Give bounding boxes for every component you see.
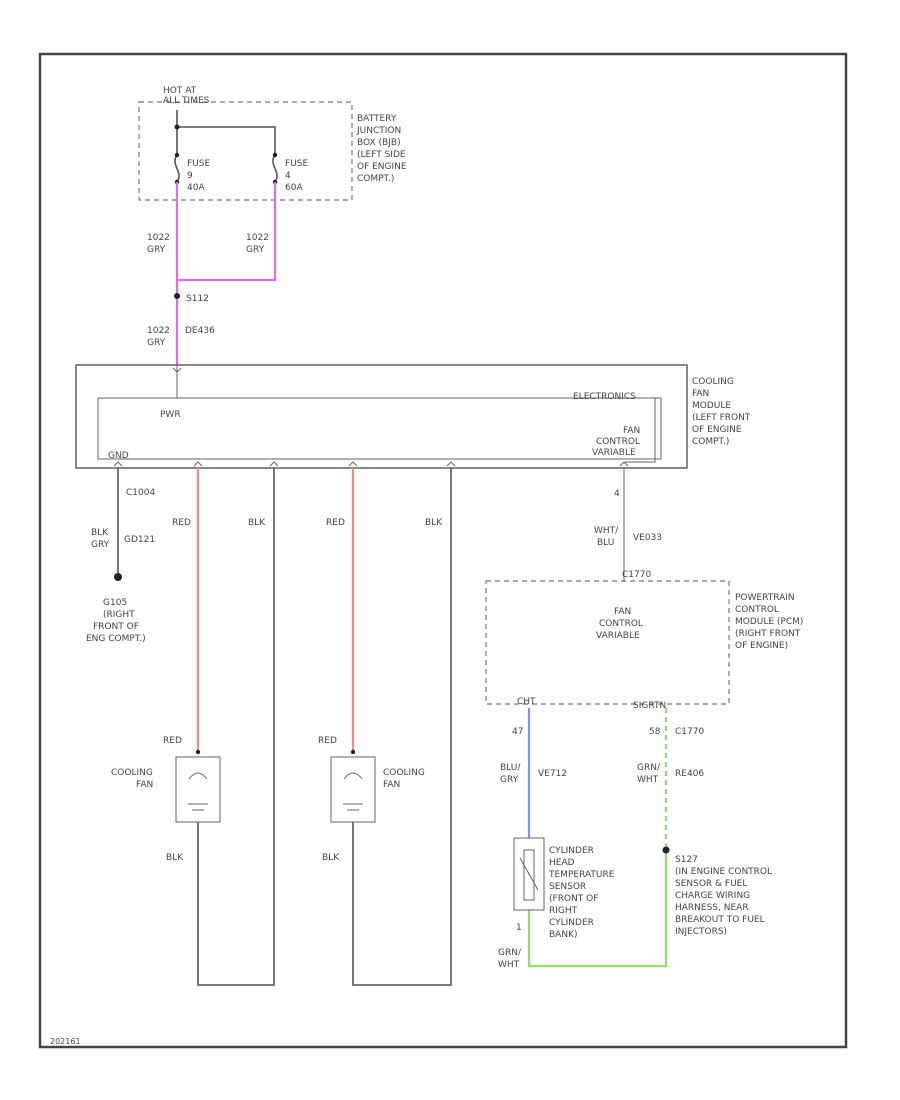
cooling-fan-2-label: COOLING FAN	[383, 768, 428, 790]
cht-label: CHT	[517, 697, 536, 707]
fan1-blk-label: BLK	[248, 518, 266, 528]
fan2-bottom-label: BLK	[322, 853, 340, 863]
wire-mid-code: 1022	[147, 326, 170, 336]
hot-at-all-times-label: HOT AT ALL TIMES	[163, 86, 210, 106]
fan2-blk-label: BLK	[425, 518, 443, 528]
cooling-fan-2-motor-icon	[343, 772, 363, 780]
grn-wht-bottom-label: GRN/ WHT	[498, 948, 524, 970]
fan2-top-label: RED	[318, 736, 337, 746]
c1770b-label: C1770	[675, 727, 704, 737]
battery-junction-box: HOT AT ALL TIMES BATTERY JUNCTION BOX (B…	[138, 86, 409, 201]
c1004-label: C1004	[126, 488, 155, 498]
bjb-label: BATTERY JUNCTION BOX (BJB) (LEFT SIDE OF…	[356, 114, 409, 184]
electronics-label: ELECTRONICS	[573, 392, 636, 402]
fuse-left-icon	[174, 154, 180, 183]
diagram-frame	[38, 52, 848, 1049]
fan-wire-color: WHT/ BLU	[594, 526, 621, 548]
fan-2-circuit: RED BLK RED BLK COOLING FAN	[318, 468, 452, 986]
wire-right-code: 1022	[246, 233, 269, 243]
cooling-fan-2	[330, 756, 376, 823]
feed-wires: 1022 GRY 1022 GRY S112 1022 GRY DE436	[147, 182, 277, 365]
fan2-red-label: RED	[326, 518, 345, 528]
cht-sensor	[513, 837, 545, 911]
fuse-right-label: FUSE 4 60A	[285, 159, 311, 193]
cooling-fan-module: COOLING FAN MODULE (LEFT FRONT OF ENGINE…	[75, 364, 753, 469]
rear-label: RE406	[675, 769, 704, 779]
ground-wire-color: BLK GRY	[91, 528, 111, 550]
gnd-label: GND	[108, 451, 129, 461]
pin-1-label: 1	[516, 923, 522, 933]
pcm-fan-control-label: FAN CONTROL VARIABLE	[596, 607, 646, 641]
cht-sensor-thermistor-icon	[519, 849, 539, 901]
fan1-top-label: RED	[163, 736, 182, 746]
fan-control-wire: 4 WHT/ BLU VE033 C1770	[594, 468, 662, 582]
cooling-fan-module-label: COOLING FAN MODULE (LEFT FRONT OF ENGINE…	[692, 377, 753, 447]
cooling-fan-1	[175, 756, 221, 823]
fan-1-circuit: RED BLK RED BLK COOLING FAN	[111, 468, 275, 986]
grn-wht-label: GRN/ WHT	[637, 763, 663, 785]
wire-left-color: GRY	[147, 245, 166, 255]
wire-left-code: 1022	[147, 233, 170, 243]
fan1-red-label: RED	[172, 518, 191, 528]
pcm-connector-label: C1770	[622, 570, 651, 580]
cht-sensor-label: CYLINDER HEAD TEMPERATURE SENSOR (FRONT …	[548, 846, 617, 940]
cht-sensor-circuit: 47 58 C1770 BLU/ GRY VE712 GRN/ WHT RE40…	[498, 708, 775, 970]
s127-label: S127 (IN ENGINE CONTROL SENSOR & FUEL CH…	[675, 855, 775, 937]
cooling-fan-1-label: COOLING FAN	[111, 768, 156, 790]
ve712-label: VE712	[538, 769, 567, 779]
sigrtn-label: SIGRTN	[633, 701, 666, 711]
g105-label: G105 (RIGHT FRONT OF ENG COMPT.)	[86, 598, 146, 644]
pin-47-label: 47	[512, 727, 523, 737]
fan-wire-circuit: VE033	[633, 533, 662, 543]
splice-label: S112	[186, 294, 209, 304]
powertrain-control-module: FAN CONTROL VARIABLE POWERTRAIN CONTROL …	[485, 580, 806, 711]
page-id: 202161	[50, 1037, 81, 1046]
cooling-fan-1-motor-icon	[188, 772, 208, 780]
ground-wire-circuit: GD121	[124, 535, 155, 545]
pin-4-label: 4	[614, 489, 620, 499]
fuse-right-icon	[272, 154, 278, 183]
fcm-fan-control-label: FAN CONTROL VARIABLE	[592, 426, 643, 458]
pin-58-label: 58	[649, 727, 661, 737]
wire-mid-color: GRY	[147, 338, 166, 348]
pwr-label: PWR	[160, 410, 181, 420]
blu-gry-label: BLU/ GRY	[500, 763, 523, 785]
wire-right-color: GRY	[246, 245, 265, 255]
fuse-left-label: FUSE 9 40A	[187, 159, 213, 193]
fan1-bottom-label: BLK	[166, 853, 184, 863]
pcm-label: POWERTRAIN CONTROL MODULE (PCM) (RIGHT F…	[735, 593, 806, 651]
wire-mid-circuit: DE436	[185, 326, 215, 336]
ground-branch: C1004 BLK GRY GD121 G105 (RIGHT FRONT OF…	[86, 468, 155, 644]
